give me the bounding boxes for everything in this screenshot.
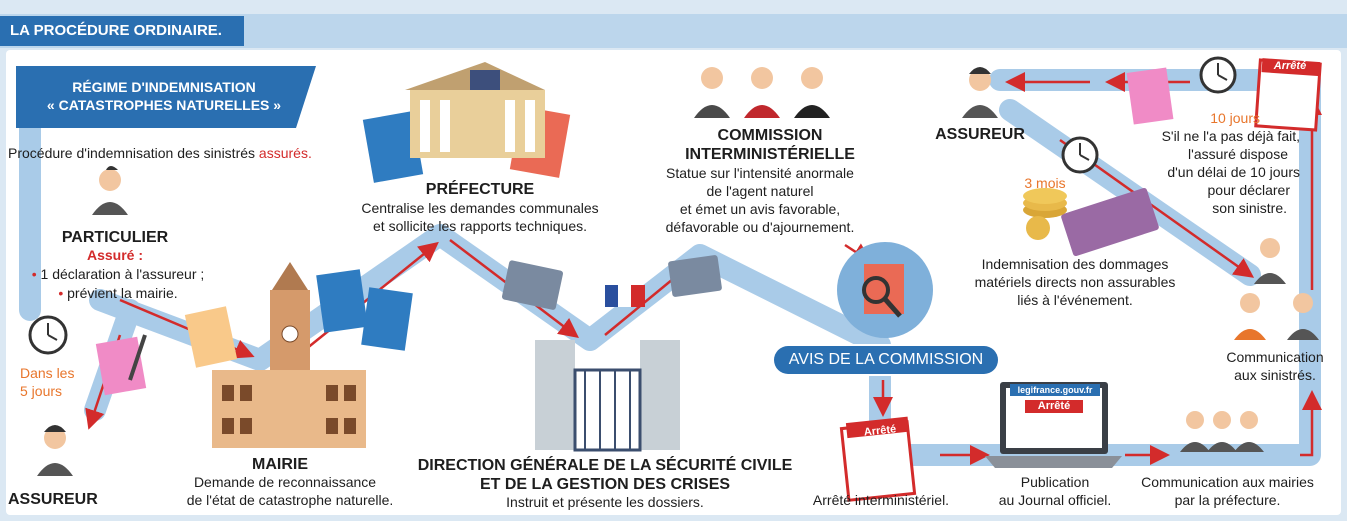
mairie-building-icon: [212, 262, 366, 448]
delay-10-label: 10 jours: [1210, 110, 1260, 126]
laptop-icon: [985, 382, 1122, 468]
indemnisation-line-2: matériels directs non assurables: [974, 274, 1176, 290]
publication-doc-label: Arrêté: [1037, 400, 1071, 412]
mayors-icon: [1180, 411, 1264, 452]
clock-icon-10-days: [1199, 56, 1237, 94]
commission-people-icon: [694, 67, 830, 118]
dgscgc-line-1: Instruit et présente les dossiers.: [506, 494, 704, 510]
particulier-title: PARTICULIER: [61, 229, 169, 246]
communication-sinistres-line-2: aux sinistrés.: [1234, 367, 1316, 383]
dgscgc-gate-icon: [535, 285, 680, 452]
mairie-title: MAIRIE: [252, 456, 308, 473]
prefecture-title: PRÉFECTURE: [425, 181, 535, 198]
regime-banner: RÉGIME D'INDEMNISATION « CATASTROPHES NA…: [16, 66, 312, 128]
avis-commission-label: AVIS DE LA COMMISSION: [774, 346, 998, 374]
banner-shape: [16, 66, 316, 128]
folders-icon: [501, 255, 722, 310]
delay-5-line-1: Dans les: [20, 365, 75, 381]
publication-line-2: au Journal officiel.: [998, 492, 1112, 508]
dgscgc-title-1: DIRECTION GÉNÉRALE DE LA SÉCURITÉ CIVILE: [417, 457, 793, 474]
arrete-doc-icon-top: [1254, 58, 1322, 132]
particulier-item-1: • 1 déclaration à l'assureur ;: [31, 266, 205, 282]
commission-line-3: et émet un avis favorable,: [679, 201, 841, 217]
person-icon-particulier: [92, 166, 128, 215]
person-icon-assureur-right: [962, 67, 998, 118]
assureur-left-title: ASSUREUR: [8, 491, 98, 508]
particulier-subtitle: Assuré :: [86, 247, 144, 263]
page-title: LA PROCÉDURE ORDINAIRE.: [0, 16, 244, 46]
mairie-line-1: Demande de reconnaissance: [193, 474, 377, 490]
commission-title-2: INTERMINISTÉRIELLE: [685, 146, 855, 163]
banner-line-1: RÉGIME D'INDEMNISATION: [72, 79, 256, 95]
intro-text: Procédure d'indemnisation des sinistrés …: [8, 145, 312, 161]
mairie-line-2: de l'état de catastrophe naturelle.: [186, 492, 394, 508]
dgscgc-title-2: ET DE LA GESTION DES CRISES: [479, 476, 731, 493]
delay-10-line-1: S'il ne l'a pas déjà fait,: [1161, 128, 1300, 144]
arrete-label: Arrêté interministériel.: [812, 492, 950, 508]
publication-line-1: Publication: [1020, 474, 1090, 490]
arrete-doc-icon-bottom: [839, 416, 917, 502]
indemnisation-line-3: liés à l'événement.: [1017, 292, 1133, 308]
clock-icon-5-days: [28, 315, 68, 355]
communication-mairies-line-2: par la préfecture.: [1174, 492, 1281, 508]
legifrance-label: legifrance.gouv.fr: [1017, 385, 1093, 395]
money-icon: [1023, 187, 1159, 257]
prefecture-building-icon: [405, 62, 545, 158]
delay-10-line-4: pour déclarer: [1207, 182, 1291, 198]
banner-line-2: « CATASTROPHES NATURELLES »: [46, 97, 282, 113]
delay-3-label: 3 mois: [1024, 175, 1066, 191]
prefecture-line-1: Centralise les demandes communales: [361, 200, 599, 216]
mairie-docs-icon: [316, 269, 413, 351]
person-icon-assureur-left: [37, 425, 73, 476]
declaration-doc-icon: [95, 334, 147, 396]
communication-mairies-line-1: Communication aux mairies: [1141, 474, 1314, 490]
delay-5-line-2: 5 jours: [20, 383, 63, 399]
delay-10-line-5: son sinistre.: [1212, 200, 1287, 216]
clock-icon-3-months: [1061, 136, 1099, 174]
commission-line-4: défavorable ou d'ajournement.: [665, 219, 855, 235]
commission-title-1: COMMISSION: [717, 127, 823, 144]
review-magnifier-icon: [837, 242, 933, 338]
indemnisation-line-1: Indemnisation des dommages: [981, 256, 1169, 272]
commission-line-2: de l'agent naturel: [706, 183, 814, 199]
prefecture-line-2: et sollicite les rapports techniques.: [373, 218, 587, 234]
delay-10-line-3: d'un délai de 10 jours: [1167, 164, 1300, 180]
commission-line-1: Statue sur l'intensité anormale: [666, 165, 854, 181]
communication-sinistres-line-1: Communication: [1226, 349, 1324, 365]
form-doc-icon: [1126, 67, 1174, 125]
delay-10-line-2: l'assuré dispose: [1188, 146, 1288, 162]
arrete-doc-label-top: Arrêté: [1273, 60, 1307, 72]
sinistres-people-icon: [1234, 238, 1319, 340]
particulier-item-2: • prévient la mairie.: [58, 285, 178, 301]
assureur-right-title: ASSUREUR: [935, 126, 1025, 143]
request-doc-icon: [184, 306, 238, 368]
